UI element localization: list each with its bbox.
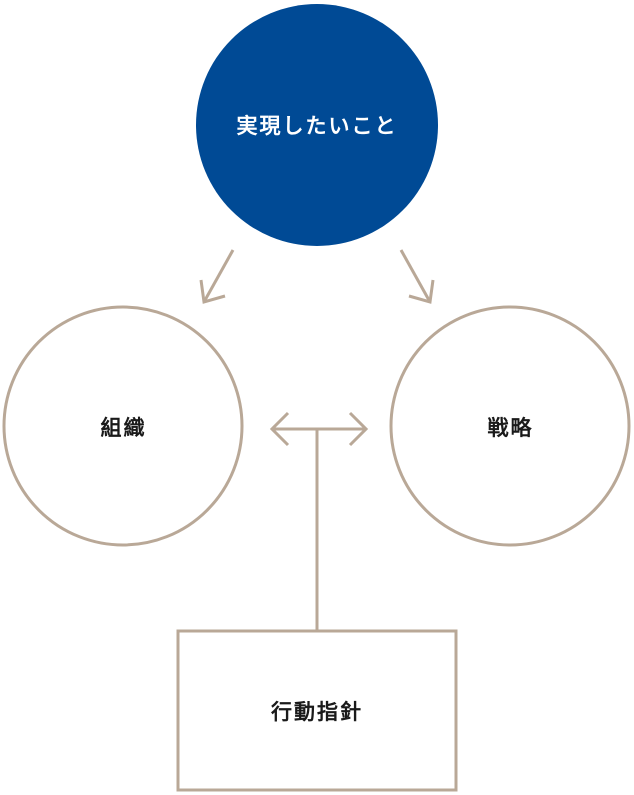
double-arrow — [269, 411, 369, 447]
strategy-circle — [389, 305, 631, 547]
goal-circle — [196, 4, 438, 246]
organization-label: 組織 — [100, 415, 147, 440]
guidelines-box — [176, 629, 458, 792]
organization-circle — [2, 305, 244, 547]
arrow-to-organization — [199, 249, 235, 304]
goal-label: 実現したいこと — [236, 114, 398, 138]
strategy-label: 戦略 — [487, 415, 534, 440]
guidelines-label: 行動指針 — [271, 699, 363, 724]
arrow-to-strategy — [399, 249, 435, 304]
